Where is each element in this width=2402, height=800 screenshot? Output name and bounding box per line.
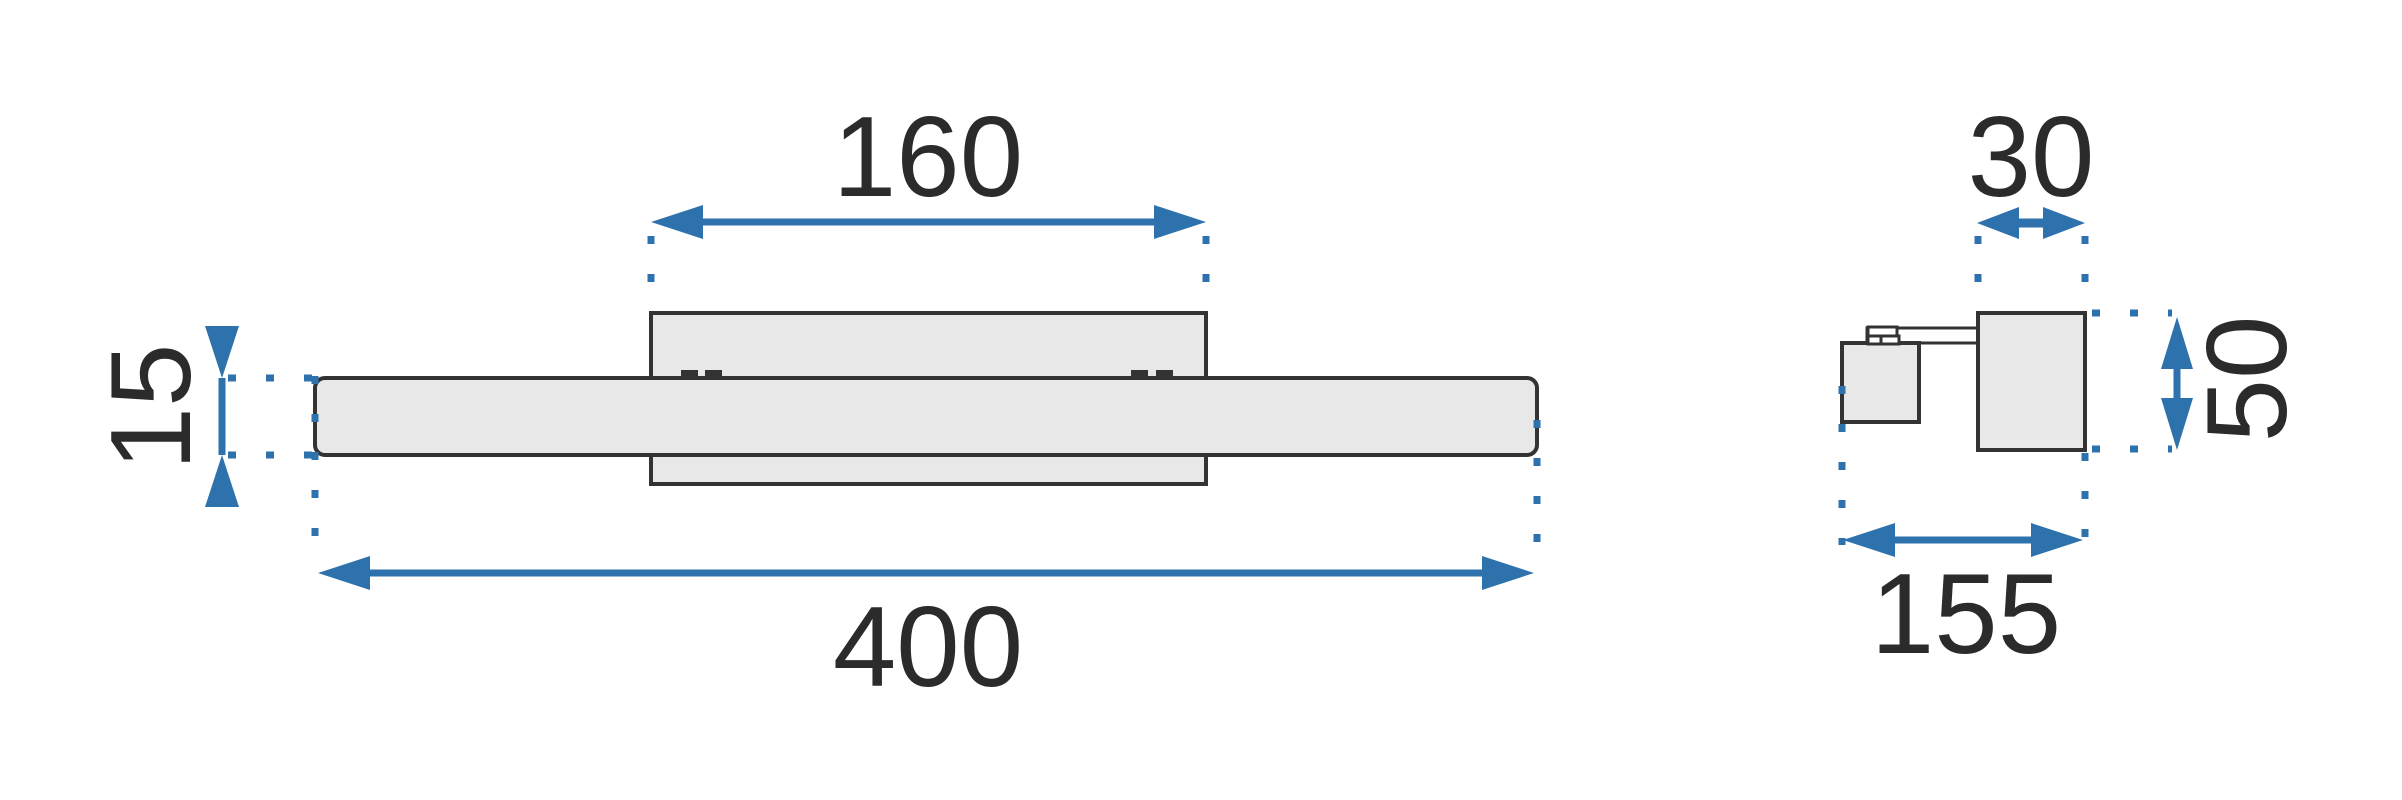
clip-mark <box>705 370 722 378</box>
arrowhead-left-icon <box>1843 523 1895 557</box>
dim-bar-height: 15 <box>88 326 318 507</box>
bracket-bottom-rect <box>1866 334 1901 346</box>
dim-bar-length: 400 <box>311 376 1541 711</box>
lamp-head-rect <box>1840 341 1921 424</box>
dim-side-depth: 155 <box>1838 386 2089 678</box>
dim-label-160: 160 <box>833 94 1023 221</box>
dim-label-400: 400 <box>833 584 1023 711</box>
dim-side-width: 30 <box>1968 94 2095 311</box>
dim-label-30: 30 <box>1968 94 2095 221</box>
arrowhead-top-icon <box>2161 317 2193 369</box>
arrowhead-right-icon <box>1482 556 1534 590</box>
dim-plate-width: 160 <box>647 94 1210 312</box>
arrowhead-left-icon <box>1977 207 2019 239</box>
clip-mark <box>1131 370 1148 378</box>
arrowhead-left-icon <box>318 556 370 590</box>
arrowhead-bottom-icon <box>2161 398 2193 450</box>
arrowhead-top-icon <box>205 326 239 378</box>
dim-side-height: 50 <box>2092 309 2311 453</box>
light-bar-rect <box>313 376 1539 457</box>
side-view: 30 50 155 <box>1838 94 2311 678</box>
dim-label-15: 15 <box>88 344 215 471</box>
dim-label-50: 50 <box>2184 316 2311 443</box>
front-view: 160 15 400 <box>88 94 1541 711</box>
clip-mark <box>681 370 698 378</box>
arrowhead-bottom-icon <box>205 455 239 507</box>
arrowhead-right-icon <box>1154 205 1206 239</box>
wall-plate-rect <box>1976 311 2087 452</box>
clip-mark <box>1156 370 1173 378</box>
dim-label-155: 155 <box>1871 551 2061 678</box>
arrowhead-right-icon <box>2031 523 2083 557</box>
arrowhead-right-icon <box>2043 207 2085 239</box>
arrowhead-left-icon <box>651 205 703 239</box>
